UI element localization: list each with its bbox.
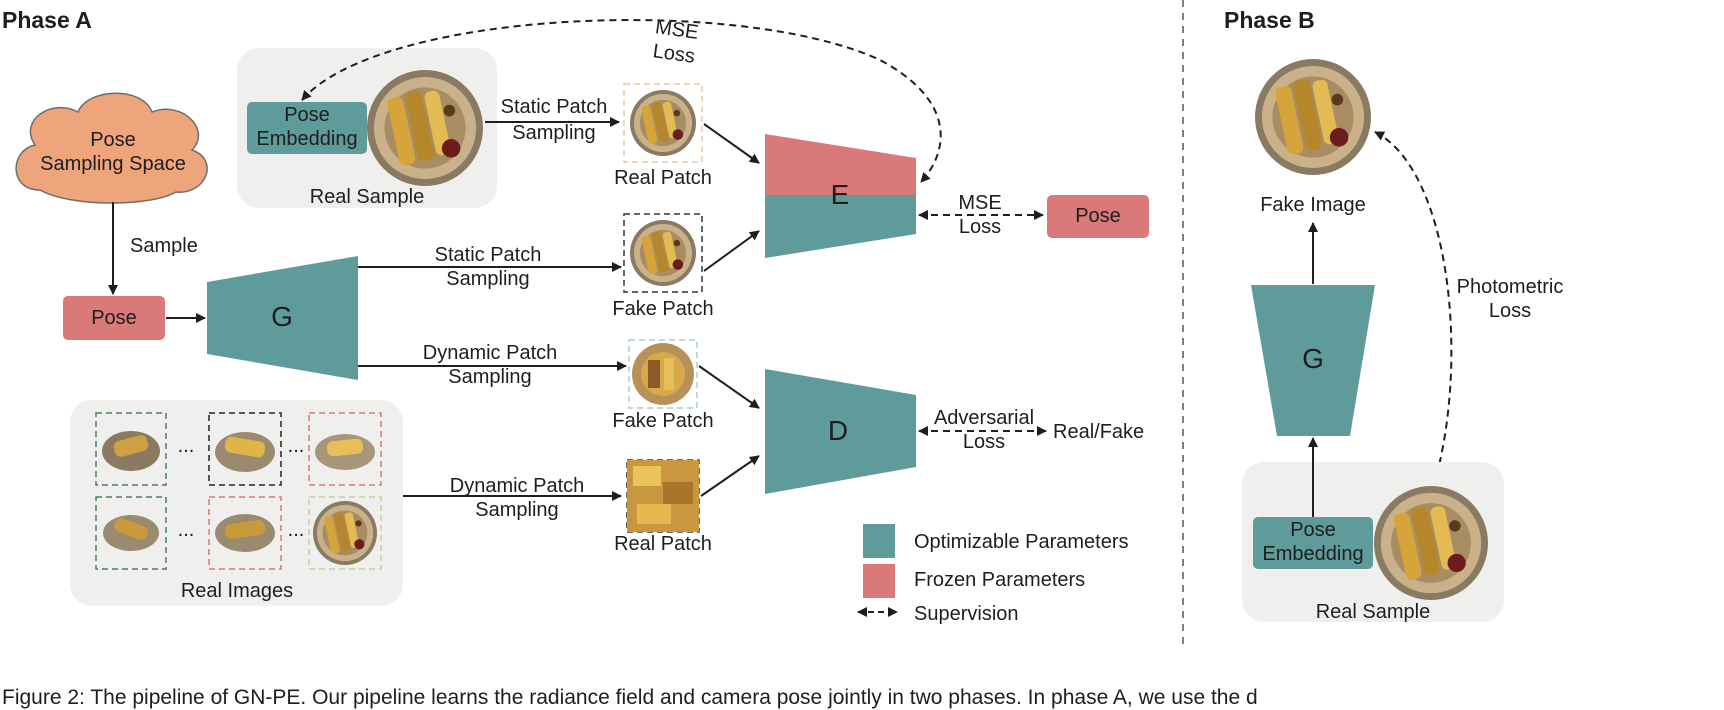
dynamic-sampling-fake-line1: Dynamic Patch xyxy=(423,342,558,364)
dynamic-sampling-real-line1: Dynamic Patch xyxy=(450,475,585,497)
fake-patch-bottom-frame xyxy=(628,339,698,409)
pose-target-box xyxy=(1047,195,1149,238)
pose-space-line1: Pose xyxy=(90,129,136,151)
legend-supervision-label: Supervision xyxy=(914,603,1019,625)
real-patch-to-d-arrow xyxy=(700,455,760,497)
photometric-loss-line1: Photometric xyxy=(1457,276,1564,298)
phase-b-real-sample-image xyxy=(1374,486,1488,600)
real-sample-image xyxy=(367,70,483,186)
pose-embedding-line1: Pose xyxy=(284,104,330,126)
phase-b-pose-embedding-line1: Pose xyxy=(1290,519,1336,541)
generator-trapezoid xyxy=(207,256,358,380)
adversarial-loss-line2: Loss xyxy=(963,431,1005,453)
phase-b-pose-embedding-line2: Embedding xyxy=(1262,543,1363,565)
dynamic-sampling-real-line2: Sampling xyxy=(475,499,558,521)
photometric-loss-line2: Loss xyxy=(1489,300,1531,322)
pose-target-label: Pose xyxy=(1075,205,1121,227)
dynamic-sampling-fake-line2: Sampling xyxy=(448,366,531,388)
fake-patch-bottom-image xyxy=(632,343,694,405)
real-images-grid xyxy=(95,412,382,570)
phase-b-pose-embedding-box xyxy=(1253,517,1373,569)
phase-b-real-sample-label: Real Sample xyxy=(1316,601,1431,623)
mse-loss-line1: MSE xyxy=(958,192,1001,214)
static-sampling-real-line1: Static Patch xyxy=(501,96,608,118)
real-images-ellipsis-3: ... xyxy=(178,519,195,541)
pose-sampling-space-cloud xyxy=(15,92,208,204)
photometric-loss-curve xyxy=(1374,131,1453,486)
discriminator-trapezoid xyxy=(765,369,916,494)
real-images-ellipsis-4: ... xyxy=(288,519,305,541)
mse-loss-top-line2: Loss xyxy=(651,40,696,68)
adversarial-loss-line1: Adversarial xyxy=(934,407,1034,429)
real-patch-top-label: Real Patch xyxy=(614,167,712,189)
fake-patch-top-image xyxy=(630,220,696,286)
legend-optimizable-swatch xyxy=(863,524,895,558)
discriminator-label: D xyxy=(828,415,848,446)
fake-patch-to-e-arrow xyxy=(703,230,760,272)
real-patch-top-image xyxy=(630,90,696,156)
real-patch-to-e-arrow xyxy=(703,123,760,164)
real-fake-label: Real/Fake xyxy=(1053,421,1144,443)
pose-box xyxy=(63,296,165,340)
figure-caption: Figure 2: The pipeline of GN-PE. Our pip… xyxy=(2,686,1258,709)
fake-image xyxy=(1255,59,1371,175)
phase-b-generator-label: G xyxy=(1302,343,1324,374)
mse-loss-curve xyxy=(301,19,942,183)
fake-patch-bottom-label: Fake Patch xyxy=(612,410,713,432)
generator-label: G xyxy=(271,301,293,332)
encoder-teal-part xyxy=(765,195,916,258)
real-images-ellipsis-1: ... xyxy=(178,435,195,457)
real-sample-label: Real Sample xyxy=(310,186,425,208)
static-sampling-fake-line2: Sampling xyxy=(446,268,529,290)
encoder-label: E xyxy=(831,179,850,210)
phase-a-title: Phase A xyxy=(2,7,92,33)
pose-space-line2: Sampling Space xyxy=(40,153,186,175)
real-images-label: Real Images xyxy=(181,580,293,602)
real-patch-bottom-label: Real Patch xyxy=(614,533,712,555)
real-patch-bottom-image xyxy=(627,460,699,532)
static-sampling-real-line2: Sampling xyxy=(512,122,595,144)
mse-loss-line2: Loss xyxy=(959,216,1001,238)
phase-b-title: Phase B xyxy=(1224,7,1315,33)
mse-loss-top-line1: MSE xyxy=(654,16,700,44)
fake-patch-to-d-arrow xyxy=(698,365,760,409)
fake-patch-top-label: Fake Patch xyxy=(612,298,713,320)
phase-b-generator-trapezoid xyxy=(1251,285,1375,436)
legend-frozen-label: Frozen Parameters xyxy=(914,569,1085,591)
static-sampling-fake-line1: Static Patch xyxy=(435,244,542,266)
real-images-ellipsis-2: ... xyxy=(288,435,305,457)
pose-embedding-line2: Embedding xyxy=(256,128,357,150)
legend-frozen-swatch xyxy=(863,564,895,598)
sample-label: Sample xyxy=(130,235,198,257)
pose-label: Pose xyxy=(91,307,137,329)
fake-patch-top-frame xyxy=(623,213,703,293)
fake-image-label: Fake Image xyxy=(1260,194,1366,216)
legend-optimizable-label: Optimizable Parameters xyxy=(914,531,1129,553)
